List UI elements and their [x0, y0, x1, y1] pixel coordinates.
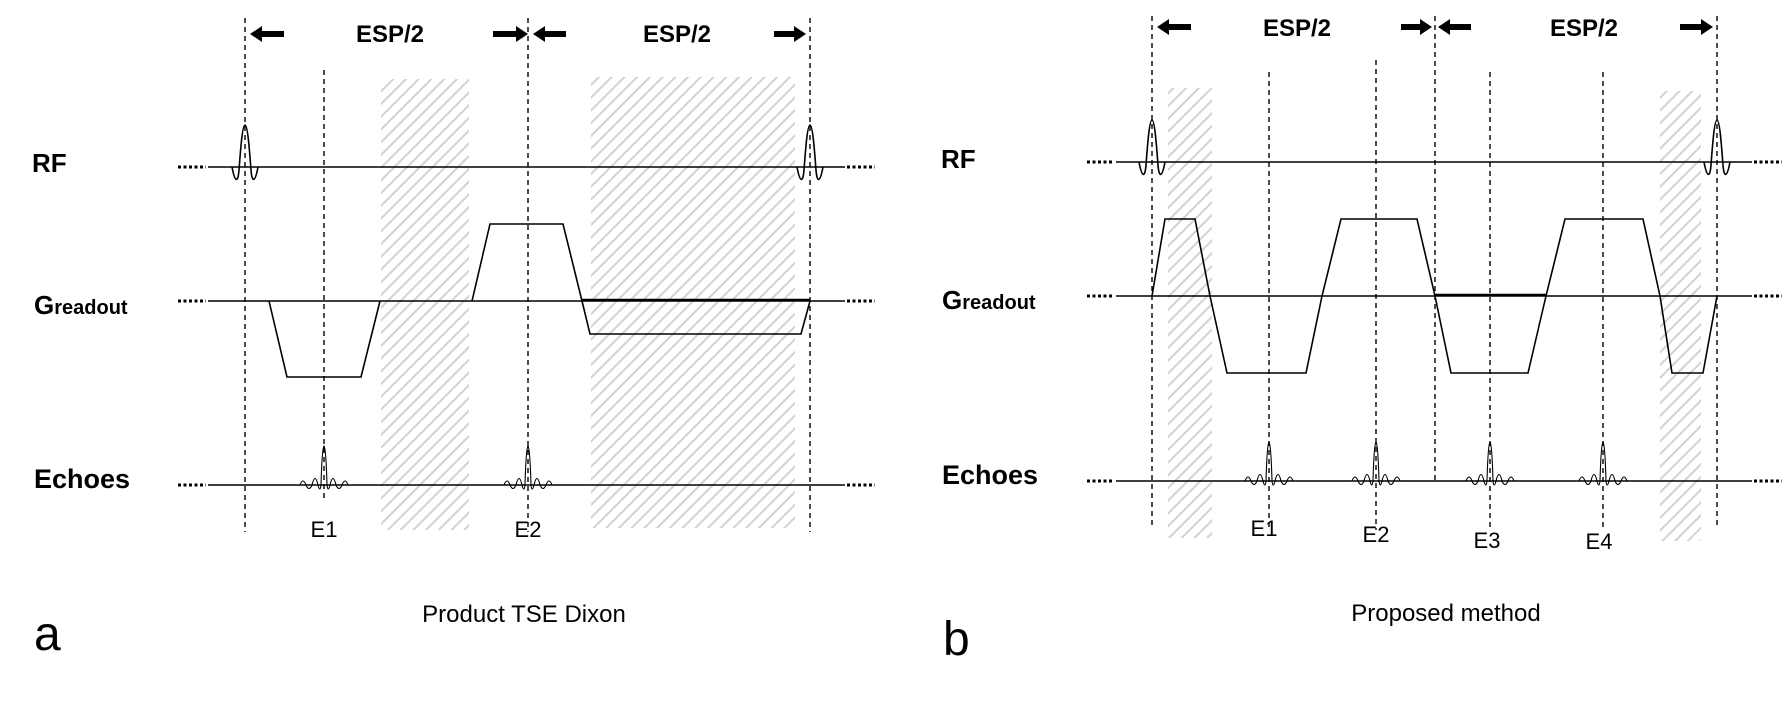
rf-row-label: RF	[941, 144, 976, 174]
echo-label: E1	[1251, 516, 1278, 541]
panel-b: ESP/2 ESP/2 RF Greadout Echoes E1 E2 E3 …	[941, 15, 1782, 666]
esp-arrow-right	[533, 26, 806, 42]
hatched-region	[381, 79, 469, 530]
echo-label: E2	[515, 517, 542, 542]
panel-letter: a	[34, 608, 61, 661]
echo-signal	[1578, 441, 1628, 486]
hatched-region	[1168, 88, 1212, 538]
rf-row-label: RF	[32, 148, 67, 178]
esp-label: ESP/2	[1550, 15, 1618, 42]
hatched-region	[1660, 91, 1701, 541]
echo-label: E1	[311, 517, 338, 542]
echo-signal	[1351, 441, 1401, 486]
panel-caption: Proposed method	[1351, 600, 1540, 627]
esp-label: ESP/2	[356, 21, 424, 48]
esp-label: ESP/2	[1263, 15, 1331, 42]
echo-label: E3	[1474, 528, 1501, 553]
esp-arrow-left	[1157, 19, 1432, 35]
panel-letter: b	[943, 613, 970, 666]
rf-pulse	[796, 124, 824, 181]
rf-pulse	[231, 124, 259, 181]
gradient-row-label: Greadout	[942, 285, 1036, 315]
rf-pulse	[1138, 119, 1166, 176]
hatched-region	[591, 77, 795, 528]
esp-arrow-left	[250, 26, 528, 42]
esp-label: ESP/2	[643, 21, 711, 48]
echo-signal	[299, 445, 349, 490]
echo-signal	[503, 445, 553, 490]
gradient-row-label: Greadout	[34, 290, 128, 320]
echoes-row-label: Echoes	[942, 460, 1038, 490]
echoes-row-label: Echoes	[34, 464, 130, 494]
panel-a: ESP/2 ESP/2 RF Greadout Echoes E1 E2 Pro…	[32, 18, 875, 661]
echo-label: E2	[1363, 522, 1390, 547]
echo-signal	[1465, 441, 1515, 486]
panel-caption: Product TSE Dixon	[422, 601, 626, 628]
esp-arrow-right	[1438, 19, 1713, 35]
rf-pulse	[1703, 119, 1731, 176]
echo-label: E4	[1586, 529, 1613, 554]
echo-signal	[1244, 441, 1294, 486]
